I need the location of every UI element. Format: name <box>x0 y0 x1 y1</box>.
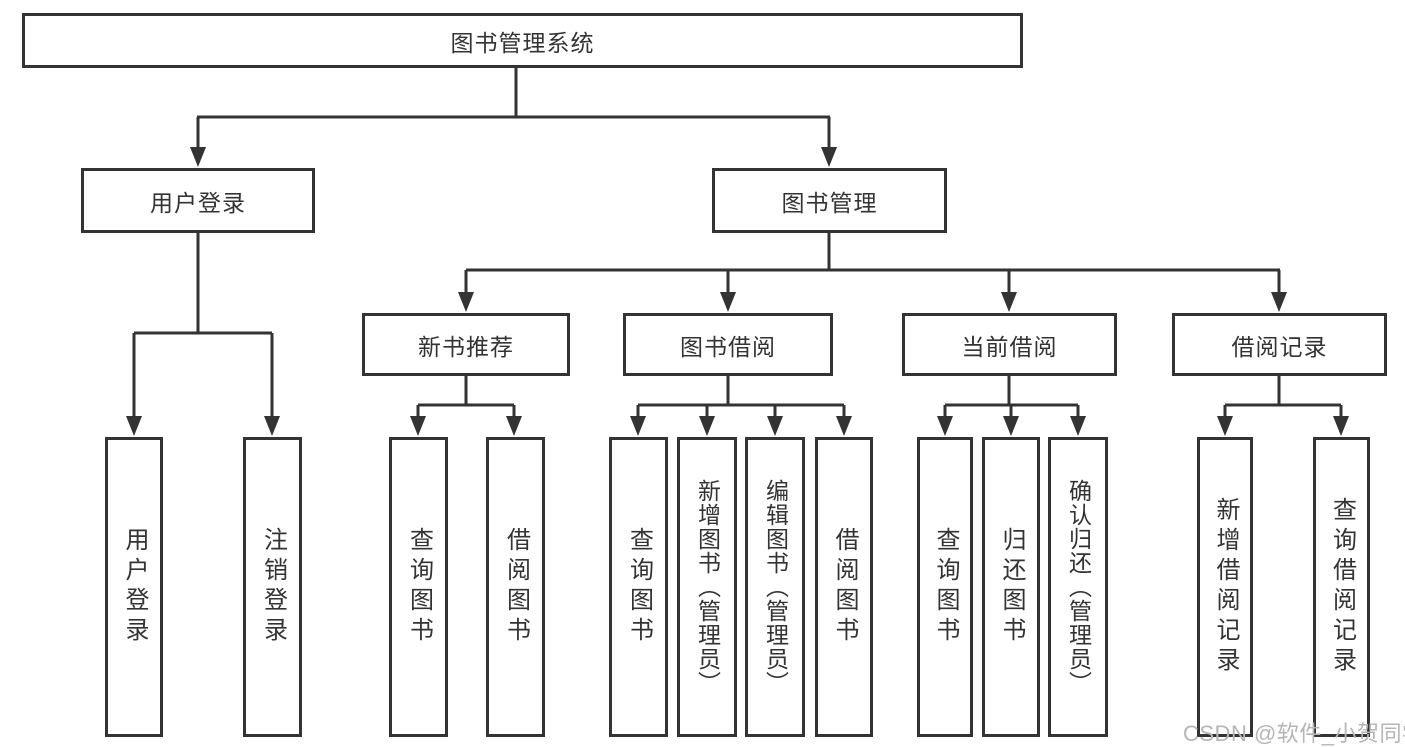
leaf-user-login: 用户登录 <box>105 437 163 737</box>
csdn-watermark: CSDN @软件_小贺同学 <box>1183 721 1405 746</box>
leaf-query-borrow-record: 查询借阅记录 <box>1313 437 1370 737</box>
node-label: 注销登录 <box>259 527 287 647</box>
node-new-book-recommend: 新书推荐 <box>362 313 570 376</box>
node-current-borrowing: 当前借阅 <box>902 313 1117 376</box>
node-label: 新书推荐 <box>418 333 514 360</box>
leaf-borrow-books: 借阅图书 <box>815 437 873 737</box>
leaf-current-query-books: 查询图书 <box>917 437 973 737</box>
node-label: 查询图书 <box>932 527 959 647</box>
leaf-recommend-query-books: 查询图书 <box>389 437 448 737</box>
node-label: 借阅图书 <box>502 527 530 647</box>
node-label: 用户登录 <box>150 189 246 216</box>
node-label: 确认归还（管理员） <box>1065 479 1092 695</box>
node-label: 图书管理 <box>781 189 878 216</box>
node-label: 用户登录 <box>121 527 148 647</box>
node-borrowing-records: 借阅记录 <box>1172 313 1387 376</box>
leaf-recommend-borrow-books: 借阅图书 <box>486 437 545 737</box>
node-label: 编辑图书（管理员） <box>762 479 789 695</box>
node-label: 借阅记录 <box>1231 333 1328 360</box>
node-label: 图书管理系统 <box>450 29 595 56</box>
node-book-borrowing: 图书借阅 <box>623 313 833 376</box>
leaf-borrowing-query-books: 查询图书 <box>609 437 668 737</box>
leaf-edit-books-admin: 编辑图书（管理员） <box>745 437 805 737</box>
leaf-add-borrow-record: 新增借阅记录 <box>1197 437 1253 737</box>
leaf-return-books: 归还图书 <box>982 437 1040 737</box>
node-label: 查询图书 <box>405 527 433 647</box>
leaf-logout: 注销登录 <box>243 437 302 737</box>
node-user-login: 用户登录 <box>81 168 315 233</box>
node-book-management: 图书管理 <box>712 168 947 233</box>
leaf-confirm-return-admin: 确认归还（管理员） <box>1048 437 1108 737</box>
leaf-add-books-admin: 新增图书（管理员） <box>677 437 737 737</box>
node-label: 当前借阅 <box>961 333 1058 360</box>
node-label: 新增借阅记录 <box>1212 497 1239 677</box>
node-label: 查询图书 <box>625 527 653 647</box>
node-label: 查询借阅记录 <box>1328 497 1356 677</box>
node-library-management-system: 图书管理系统 <box>22 13 1023 68</box>
node-label: 新增图书（管理员） <box>694 479 721 695</box>
node-label: 借阅图书 <box>831 527 858 647</box>
arrowheads <box>126 147 1349 436</box>
node-label: 归还图书 <box>998 527 1025 647</box>
node-label: 图书借阅 <box>680 333 776 360</box>
